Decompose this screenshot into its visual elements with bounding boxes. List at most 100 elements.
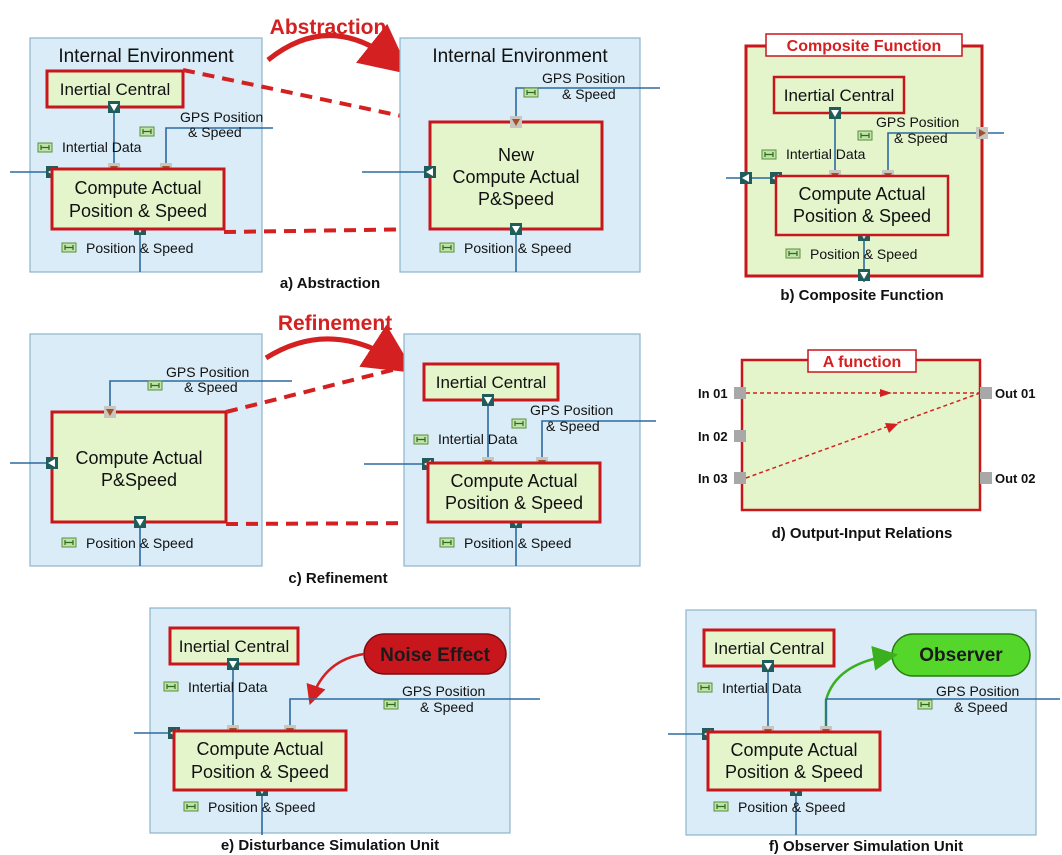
port-icon xyxy=(134,516,146,528)
projection-line xyxy=(223,227,431,234)
gps-label-1: GPS Position xyxy=(530,402,613,418)
port-icon xyxy=(227,658,239,670)
compute-label-1: Compute Actual xyxy=(74,178,201,198)
port-icon xyxy=(740,172,752,184)
compute-label-1: Compute Actual xyxy=(730,740,857,760)
data-icon xyxy=(439,537,455,548)
port-icon xyxy=(108,101,120,113)
projection-line xyxy=(225,360,425,414)
gps-label-1: GPS Position xyxy=(542,70,625,86)
port-in02 xyxy=(734,430,746,442)
data-icon xyxy=(511,418,527,429)
caption-b: b) Composite Function xyxy=(780,287,943,304)
port-icon xyxy=(510,223,522,235)
data-icon xyxy=(713,801,729,812)
caption-e: e) Disturbance Simulation Unit xyxy=(221,837,439,854)
inertial-central-label: Inertial Central xyxy=(179,637,290,656)
data-icon xyxy=(413,434,429,445)
port-icon xyxy=(976,127,988,139)
projection-line xyxy=(182,68,431,124)
gps-label-2: & Speed xyxy=(894,130,948,146)
gps-label-1: GPS Position xyxy=(166,364,249,380)
data-icon xyxy=(857,130,873,141)
new-compute-label-1: New xyxy=(498,145,535,165)
data-icon xyxy=(163,681,179,692)
data-icon xyxy=(61,242,77,253)
gps-label-2: & Speed xyxy=(562,86,616,102)
caption-c: c) Refinement xyxy=(288,570,387,587)
port-icon xyxy=(858,269,870,281)
compute-pspeed-label-2: P&Speed xyxy=(101,470,177,490)
compute-label-2: Position & Speed xyxy=(445,493,583,513)
caption-a: a) Abstraction xyxy=(280,275,380,292)
port-icon xyxy=(46,457,58,469)
observer-label: Observer xyxy=(919,645,1003,666)
inertial-central-label: Inertial Central xyxy=(60,80,171,99)
panel-composite: Composite Function Inertial Central GPS … xyxy=(726,33,1004,304)
compute-pspeed-box xyxy=(50,410,228,524)
compute-box xyxy=(172,729,348,792)
panel-abstraction: Internal Environment Inertial Central GP… xyxy=(10,16,660,292)
gps-label-1: GPS Position xyxy=(402,683,485,699)
port-icon xyxy=(762,660,774,672)
function-box xyxy=(740,358,982,512)
inertial-central-label: Inertial Central xyxy=(436,373,547,392)
gps-label-1: GPS Position xyxy=(876,114,959,130)
pos-speed-label: Position & Speed xyxy=(738,799,845,815)
compute-box xyxy=(706,730,882,792)
port-icon xyxy=(829,107,841,119)
panel-observer: Inertial Central Observer Intertial Data… xyxy=(668,609,1060,855)
compute-label-2: Position & Speed xyxy=(725,762,863,782)
function-title: A function xyxy=(823,354,902,371)
composite-title: Composite Function xyxy=(787,38,942,55)
compute-box xyxy=(774,174,950,237)
panel-disturbance: Inertial Central Noise Effect Intertial … xyxy=(134,607,540,854)
refinement-heading: Refinement xyxy=(278,312,392,335)
compute-label-2: Position & Speed xyxy=(191,762,329,782)
gps-label-2: & Speed xyxy=(184,379,238,395)
abstraction-arrow xyxy=(266,23,411,75)
port-in01 xyxy=(734,387,746,399)
port-icon xyxy=(424,166,436,178)
gps-label-2: & Speed xyxy=(420,699,474,715)
port-out02 xyxy=(980,472,992,484)
data-icon xyxy=(139,126,155,137)
data-icon xyxy=(61,537,77,548)
out02-label: Out 02 xyxy=(995,471,1035,486)
intertial-data-label: Intertial Data xyxy=(188,679,268,695)
env-left-title: Internal Environment xyxy=(58,46,234,67)
pos-speed-label: Position & Speed xyxy=(810,246,917,262)
data-icon xyxy=(439,242,455,253)
out01-label: Out 01 xyxy=(995,386,1035,401)
panel-refinement: GPS Position & Speed Compute Actual P&Sp… xyxy=(10,312,656,587)
compute-box xyxy=(50,167,226,231)
compute-label-1: Compute Actual xyxy=(196,739,323,759)
inertial-central-label: Inertial Central xyxy=(784,86,895,105)
data-icon xyxy=(183,801,199,812)
data-icon xyxy=(697,682,713,693)
port-icon xyxy=(482,394,494,406)
port-in03 xyxy=(734,472,746,484)
pos-speed-label: Position & Speed xyxy=(464,240,571,256)
compute-label-1: Compute Actual xyxy=(450,471,577,491)
projection-line xyxy=(225,521,429,526)
data-icon xyxy=(147,380,163,391)
pos-speed-label: Position & Speed xyxy=(86,240,193,256)
compute-label-2: Position & Speed xyxy=(69,201,207,221)
gps-label-1: GPS Position xyxy=(180,109,263,125)
data-icon xyxy=(383,699,399,710)
in01-label: In 01 xyxy=(698,386,728,401)
in03-label: In 03 xyxy=(698,471,728,486)
data-icon xyxy=(761,149,777,160)
intertial-data-label: Intertial Data xyxy=(786,146,866,162)
gps-label-2: & Speed xyxy=(188,124,242,140)
data-icon xyxy=(785,248,801,259)
compute-label-2: Position & Speed xyxy=(793,206,931,226)
in02-label: In 02 xyxy=(698,429,728,444)
gps-label-2: & Speed xyxy=(954,699,1008,715)
gps-label-2: & Speed xyxy=(546,418,600,434)
panel-relations: A function In 01 In 02 In 03 Out 01 Out … xyxy=(698,349,1035,542)
function-title-box xyxy=(807,349,917,373)
intertial-data-label: Intertial Data xyxy=(438,431,518,447)
